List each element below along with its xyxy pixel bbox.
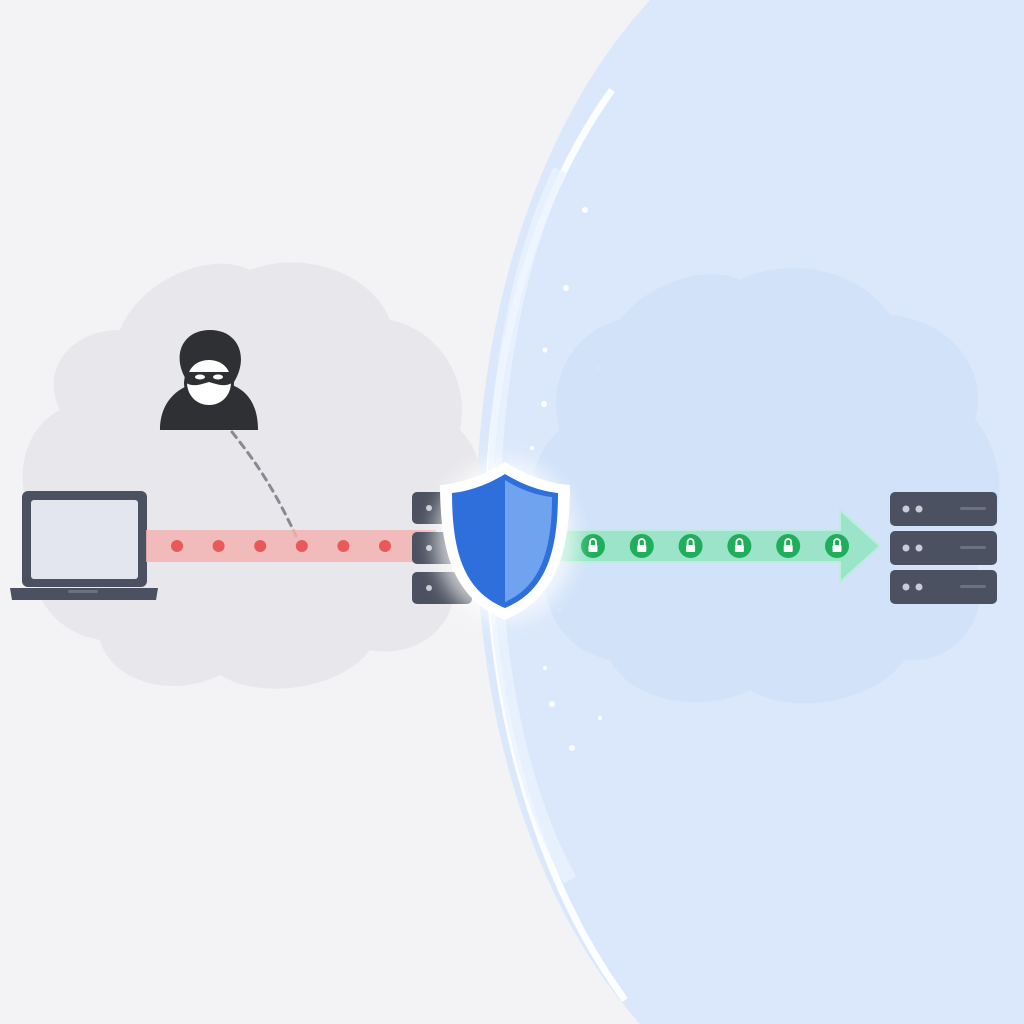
- encrypted-arrow: [559, 507, 882, 585]
- unencrypted-packet: [171, 540, 183, 552]
- secure-network-cloud: [530, 267, 1000, 704]
- unencrypted-packet: [254, 540, 267, 552]
- hacker-icon: [160, 330, 258, 430]
- interception-path: [230, 430, 298, 538]
- lock-icon: [678, 534, 703, 558]
- server-unit: [890, 492, 997, 526]
- server-stack-icon: [890, 492, 997, 604]
- lock-icon: [825, 534, 849, 558]
- lock-icon: [581, 534, 605, 558]
- unencrypted-packet: [212, 540, 225, 552]
- server-unit: [890, 531, 997, 565]
- unencrypted-line: [146, 530, 436, 562]
- laptop-icon: [10, 491, 158, 600]
- lock-icon: [727, 534, 752, 558]
- encrypted-data-stream: [559, 507, 882, 585]
- shield-icon: [435, 460, 575, 620]
- unencrypted-packet: [379, 540, 391, 552]
- server-unit: [890, 570, 997, 604]
- unencrypted-data-stream: [146, 530, 436, 562]
- lock-icon: [776, 534, 801, 558]
- unencrypted-packet: [337, 540, 350, 552]
- lock-icon: [629, 534, 654, 558]
- unencrypted-packet: [295, 540, 308, 552]
